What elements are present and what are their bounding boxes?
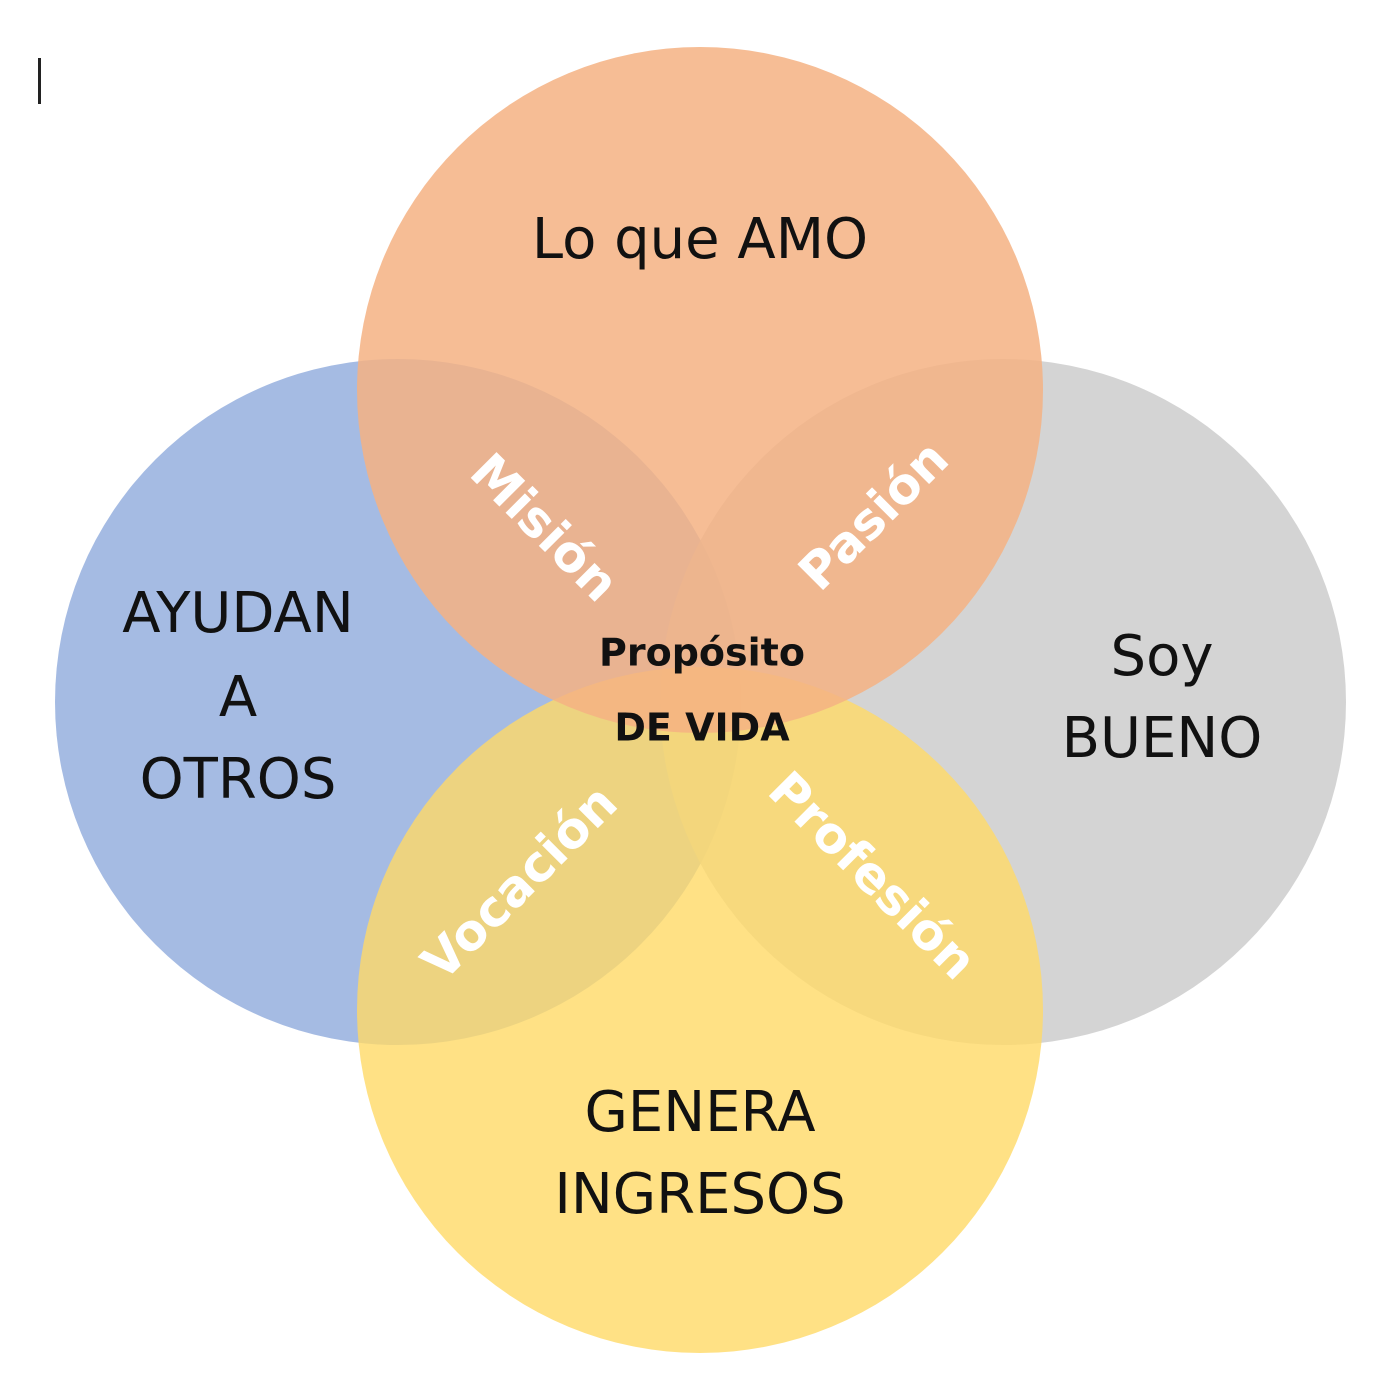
center-label: Propósito DE VIDA [599,631,805,750]
circle-bottom-label-line: GENERA [585,1080,816,1145]
circle-left-label-line: AYUDAN [122,581,354,646]
circle-bottom-label-line: INGRESOS [554,1162,845,1227]
circle-top-label-line: Lo que AMO [532,207,868,272]
center-label-line: DE VIDA [614,706,790,750]
circle-left-label-line: A [219,665,257,730]
circle-right-label: Soy BUENO [1062,624,1263,771]
circle-top [357,47,1043,733]
circle-bottom-label: GENERA INGRESOS [554,1080,845,1227]
circle-bottom [357,667,1043,1353]
text-cursor [38,58,41,104]
circle-right-label-line: BUENO [1062,706,1263,771]
circle-right-label-line: Soy [1111,624,1214,689]
center-label-line: Propósito [599,631,805,675]
circle-left-label: AYUDAN A OTROS [122,581,354,812]
circle-left-label-line: OTROS [140,747,337,812]
circle-top-label: Lo que AMO [532,207,868,272]
